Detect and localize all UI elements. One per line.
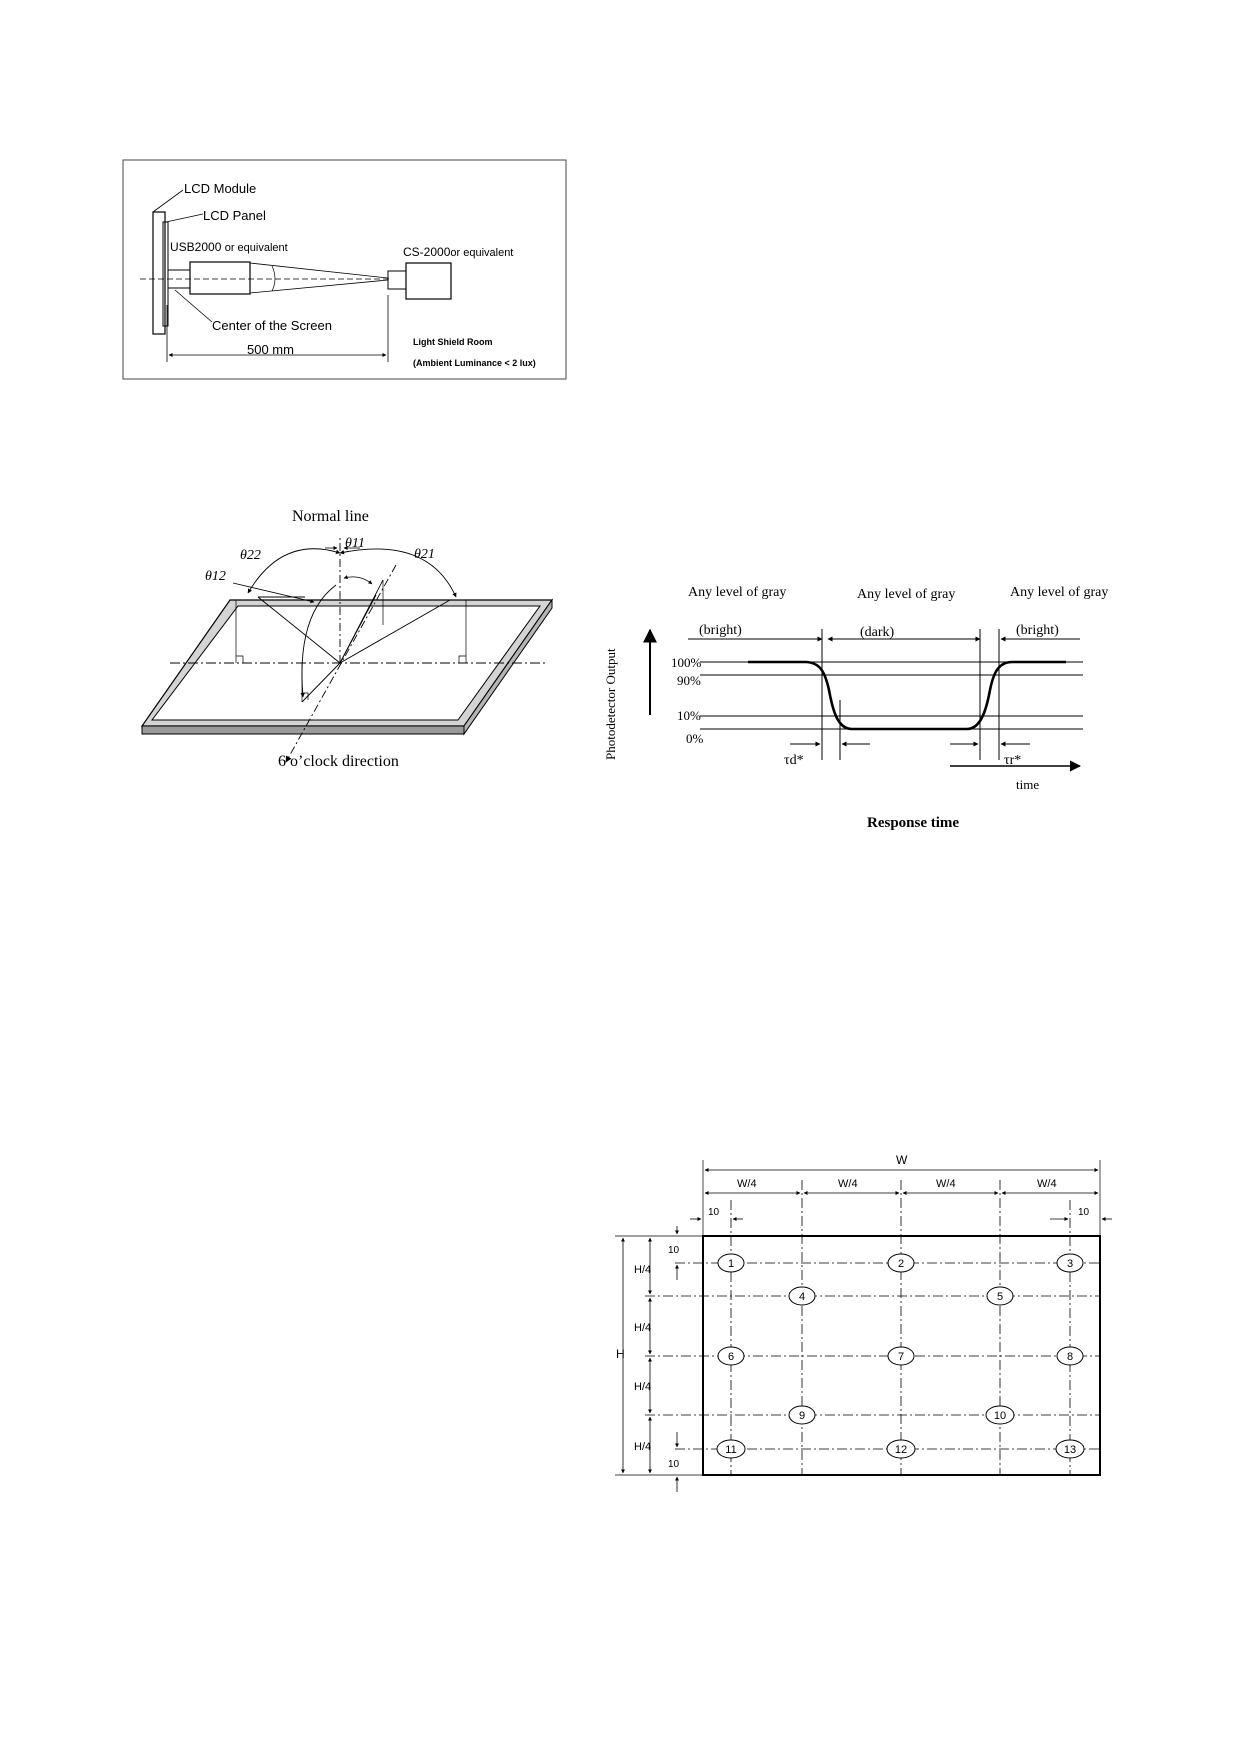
measurement-setup-diagram: LCD Module LCD Panel USB2000 or equivale… [122,159,567,380]
height-label: H [616,1347,625,1361]
time-label: time [1016,777,1039,792]
theta12-label: θ12 [205,569,226,584]
point-6: 6 [717,1346,745,1366]
point-10: 10 [985,1405,1015,1425]
cs2000-lens [387,270,407,290]
measurement-points-diagram: W W/4 W/4 W/4 W/4 10 10 H H/4 H/4 H/4 H/… [615,1153,1112,1492]
svg-text:11: 11 [725,1444,736,1456]
lcd-panel-label: LCD Panel [203,208,266,223]
ten-label-top-right: 10 [1078,1207,1090,1218]
gray-mid-label: Any level of gray [857,587,955,602]
svg-text:4: 4 [799,1291,805,1303]
usb2000-suffix: or equivalent [225,242,288,254]
six-oclock-axis [285,564,397,763]
tau-r-label: τr* [1004,753,1021,768]
point-5: 5 [986,1286,1014,1306]
lcd-module-shape [152,211,166,335]
svg-text:2: 2 [898,1258,904,1270]
tau-d-label: τd* [784,753,804,768]
w4-label-4: W/4 [1037,1178,1057,1190]
cs2000-suffix: or equivalent [450,247,513,259]
response-time-diagram: Any level of gray Any level of gray Any … [603,585,1108,831]
svg-text:13: 13 [1064,1444,1076,1456]
ten-label-left-bottom: 10 [668,1459,680,1470]
point-8: 8 [1056,1346,1084,1366]
response-time-title: Response time [867,815,959,831]
svg-text:12: 12 [895,1444,907,1456]
lcd-panel-edge [141,725,465,735]
cs2000-body [405,262,452,300]
svg-text:7: 7 [898,1351,904,1363]
level-10-label: 10% [677,708,701,723]
light-shield-room-label: Light Shield Room [413,337,493,347]
level-100-label: 100% [671,655,702,670]
w4-label-2: W/4 [838,1178,858,1190]
svg-text:3: 3 [1067,1258,1073,1270]
gray-left-label: Any level of gray [688,585,786,600]
svg-text:CS-2000or equivalent: CS-2000or equivalent [403,245,513,259]
gray-right-label: Any level of gray [1010,585,1108,600]
level-90-label: 90% [677,673,701,688]
bright-left-label: (bright) [699,623,742,638]
photodetector-waveform [748,660,1066,731]
lcd-module-label: LCD Module [184,181,256,196]
width-label: W [896,1153,908,1167]
screen-area [702,1235,1101,1476]
svg-text:8: 8 [1067,1351,1073,1363]
point-1: 1 [717,1253,745,1273]
h4-label-1: H/4 [634,1264,651,1276]
point-9: 9 [788,1405,816,1425]
viewing-angle-diagram: Normal line θ22 θ11 θ21 θ12 6 o’clock di… [140,508,554,770]
point-2: 2 [887,1253,915,1273]
h4-label-2: H/4 [634,1322,651,1334]
y-axis-label: Photodetector Output [603,648,618,760]
center-of-screen-label: Center of the Screen [212,318,332,333]
h4-label-3: H/4 [634,1381,651,1393]
normal-line-label: Normal line [292,508,369,525]
cs2000-label: CS-2000 [403,245,451,259]
point-3: 3 [1056,1253,1084,1273]
ten-label-left-top: 10 [668,1245,680,1256]
usb2000-label: USB2000 [170,240,222,254]
ambient-luminance-label: (Ambient Luminance < 2 lux) [413,358,536,368]
w4-label-1: W/4 [737,1178,757,1190]
distance-label: 500 mm [247,342,294,357]
point-7: 7 [887,1346,915,1366]
svg-text:6: 6 [728,1351,734,1363]
six-oclock-label: 6 o’clock direction [278,753,399,770]
svg-text:5: 5 [997,1291,1003,1303]
svg-text:USB2000 or equivalent: USB2000 or equivalent [170,240,288,254]
ten-label-top-left: 10 [708,1207,720,1218]
point-4: 4 [788,1286,816,1306]
svg-text:9: 9 [799,1410,805,1422]
point-12: 12 [886,1439,916,1459]
dark-label: (dark) [860,625,895,640]
svg-text:1: 1 [728,1258,734,1270]
h4-label-4: H/4 [634,1441,651,1453]
point-11: 11 [716,1439,746,1459]
level-0-label: 0% [686,731,704,746]
theta22-label: θ22 [240,548,261,563]
theta21-label: θ21 [414,547,435,562]
point-13: 13 [1055,1439,1085,1459]
usb2000-body [189,261,251,295]
bright-right-label: (bright) [1016,623,1059,638]
setup-frame [122,159,567,380]
w4-label-3: W/4 [936,1178,956,1190]
theta11-label: θ11 [345,536,365,551]
svg-text:10: 10 [994,1410,1006,1422]
